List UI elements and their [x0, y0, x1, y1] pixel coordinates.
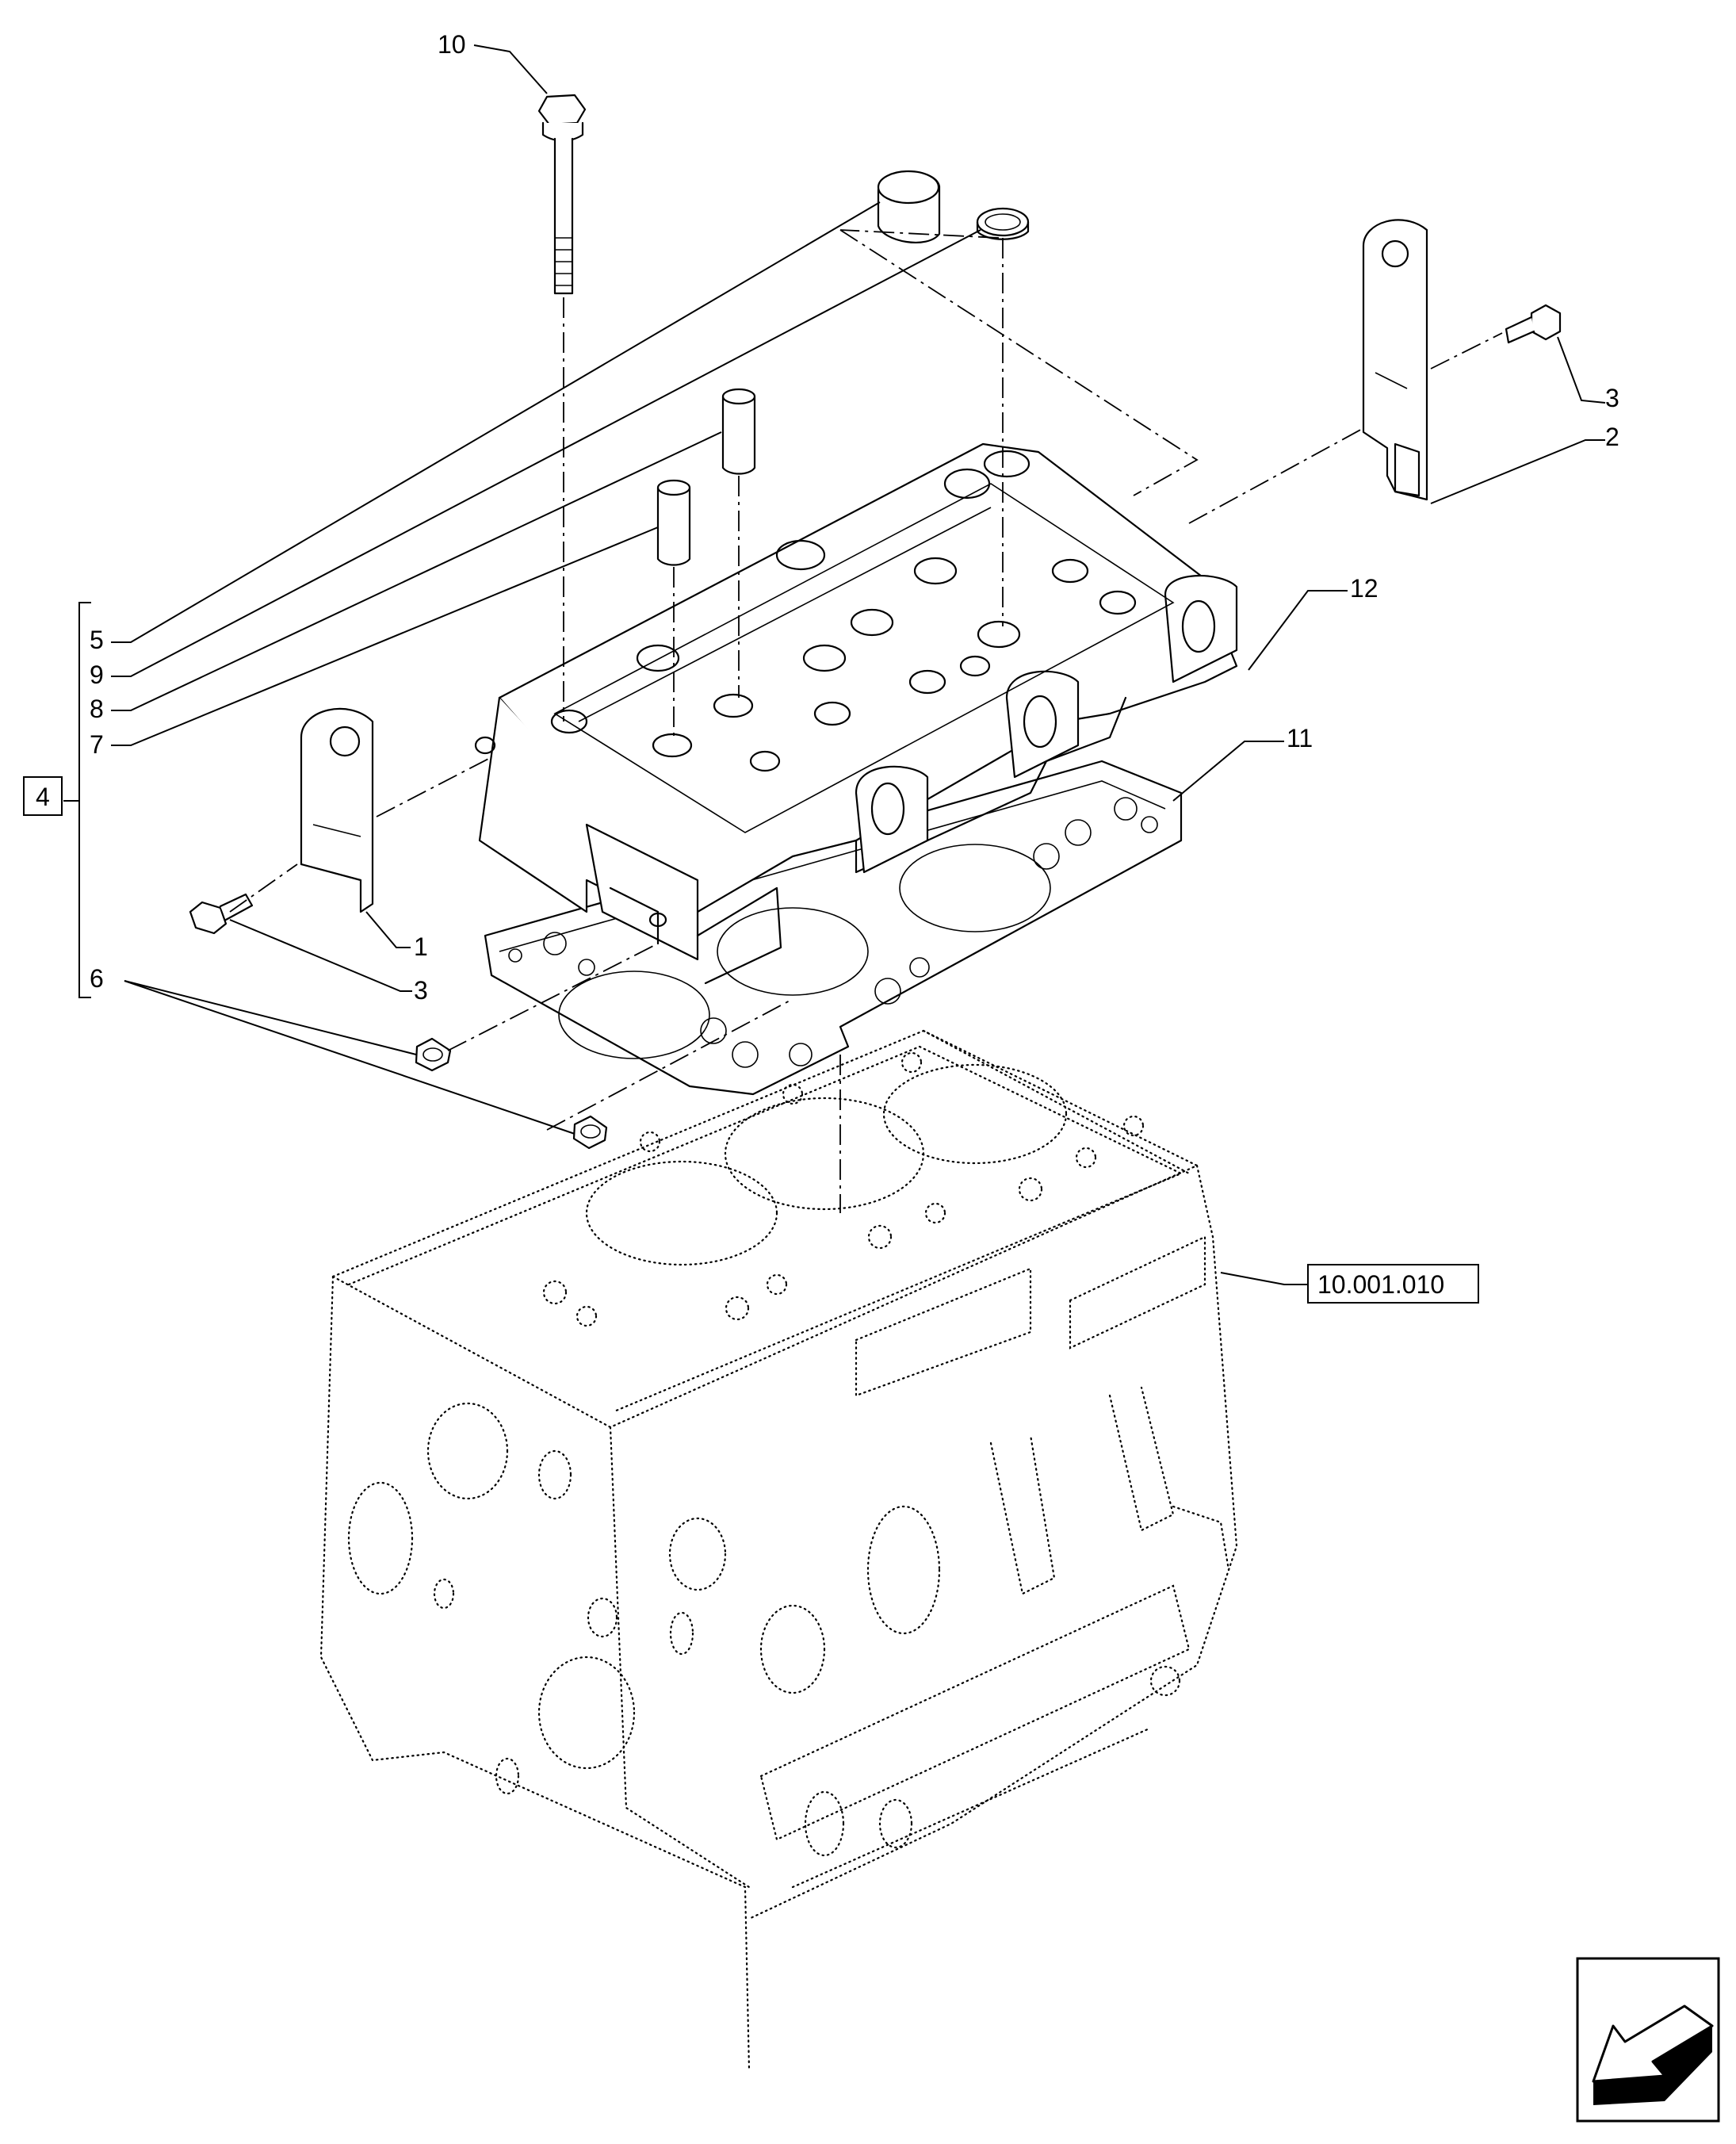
callout-7: 7 [90, 730, 104, 759]
callout-12: 12 [1350, 574, 1378, 603]
guide-item-8 [721, 388, 756, 475]
reference-box [1307, 1264, 1479, 1304]
dowel-pin-lower [572, 1115, 608, 1150]
callout-2: 2 [1605, 423, 1619, 451]
callout-9: 9 [90, 660, 104, 689]
cylinder-head [474, 442, 1238, 985]
callout-1: 1 [414, 932, 428, 961]
leader-lines [63, 44, 1606, 1285]
head-bolt [537, 94, 587, 295]
lifting-bracket-item-1 [300, 707, 374, 913]
guide-item-7 [656, 479, 691, 566]
lifting-bracket-item-2 [1362, 219, 1428, 501]
dowel-pin-upper [415, 1037, 452, 1072]
nav-arrow-icon[interactable] [1576, 1957, 1720, 2123]
callout-4: 4 [36, 783, 50, 811]
callout-3-left: 3 [414, 976, 428, 1005]
callout-11: 11 [1287, 724, 1313, 752]
callout-10: 10 [438, 30, 466, 59]
screw-item-3-left [189, 893, 254, 935]
screw-item-3-right [1505, 304, 1562, 344]
assembly-centerlines [229, 229, 1503, 1213]
callout-8: 8 [90, 695, 104, 723]
reference-label: 10.001.010 [1317, 1270, 1444, 1299]
engine-block-dotted [319, 1029, 1238, 2071]
callout-5: 5 [90, 626, 104, 654]
callout-3-right: 3 [1605, 384, 1619, 412]
ring-item-9 [976, 207, 1030, 240]
callout-6: 6 [90, 964, 104, 993]
plug-item-5 [877, 170, 941, 243]
head-gasket [484, 760, 1183, 1096]
callout-4-box [23, 776, 63, 816]
